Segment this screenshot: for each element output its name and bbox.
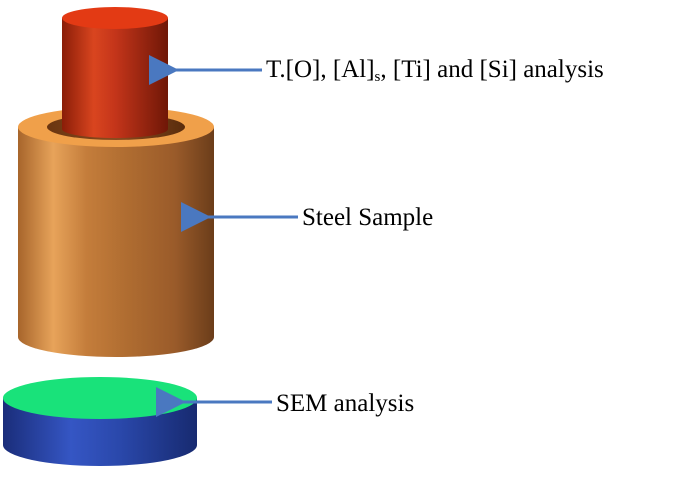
analysis-label-part2: , [Ti] and [Si] analysis — [380, 56, 604, 83]
steel-sample-label: Steel Sample — [302, 204, 434, 231]
analysis-label-part1: T.[O], [Al] — [266, 56, 375, 83]
analysis-rod — [62, 7, 168, 138]
disc-top-face — [3, 377, 197, 419]
analysis-label: T.[O], [Al]s, [Ti] and [Si] analysis — [266, 55, 604, 85]
rod-top-face — [62, 7, 168, 29]
sem-disc — [3, 377, 197, 466]
analysis-label-subscript: s — [374, 69, 381, 85]
sem-analysis-label: SEM analysis — [276, 390, 415, 417]
steel-sample-tube — [18, 107, 214, 357]
